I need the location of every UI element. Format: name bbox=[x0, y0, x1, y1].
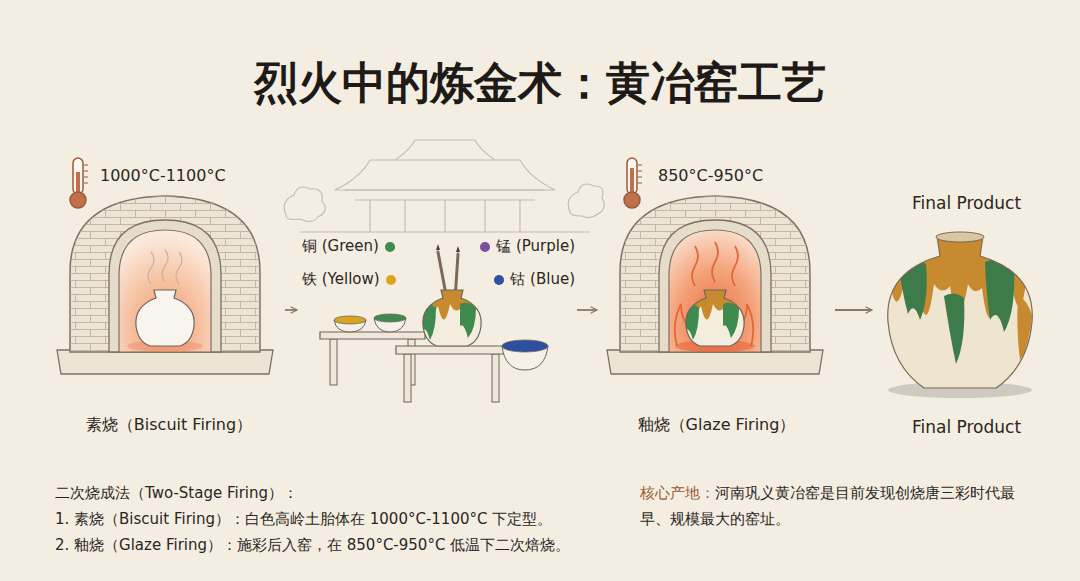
yellow-powder bbox=[334, 316, 366, 324]
stage-label: 素烧（Biscuit Firing） bbox=[86, 415, 252, 436]
tree bbox=[284, 187, 325, 222]
thermometer-icon bbox=[624, 158, 642, 208]
oxide-label: 锰 (Purple) bbox=[496, 237, 575, 257]
bench-leg bbox=[404, 354, 411, 402]
label-row: 850°C-950°C bbox=[658, 166, 763, 187]
vase-mouth bbox=[936, 232, 984, 242]
note-block: 1. 素烧（Biscuit Firing）：白色高岭土胎体在 1000°C-11… bbox=[55, 507, 552, 533]
oxide-label: 钴 (Blue) bbox=[510, 270, 575, 290]
glazed-vase bbox=[420, 288, 484, 346]
label-row: 1000°C-1100°C bbox=[100, 166, 226, 187]
thermometer-ticks bbox=[84, 165, 88, 183]
stage-label: 1000°C-1100°C bbox=[100, 166, 226, 187]
color-key-row: 铁 (Yellow) bbox=[302, 270, 402, 290]
label-row: 素烧（Biscuit Firing） bbox=[55, 415, 283, 436]
color-dot bbox=[386, 275, 396, 285]
upper-roof bbox=[395, 140, 495, 160]
kiln-dome bbox=[70, 196, 260, 352]
glazing-scene bbox=[320, 244, 548, 402]
stage-node: 850°C-950°C 釉烧（Glaze Firing） bbox=[600, 158, 833, 443]
final-vase bbox=[880, 230, 1040, 398]
color-key-row: 铜 (Green) bbox=[302, 237, 401, 257]
stage-node: 1000°C-1100°C 素烧（Biscuit Firing） bbox=[55, 158, 283, 443]
vase-glaze bbox=[420, 288, 484, 340]
label-row: Final Product bbox=[875, 416, 1058, 438]
note-text: 二次烧成法（Two-Stage Firing）： bbox=[55, 484, 298, 502]
vase-glaze bbox=[880, 230, 1040, 364]
label-row: Final Product bbox=[875, 192, 1058, 214]
diagram-title: 烈火中的炼金术：黄冶窑工艺 bbox=[0, 58, 1080, 111]
note-text: 1. 素烧（Biscuit Firing）：白色高岭土胎体在 1000°C-11… bbox=[55, 510, 552, 528]
columns bbox=[370, 200, 520, 232]
thermometer-ticks bbox=[638, 165, 642, 183]
glaze-kiln bbox=[607, 196, 823, 374]
vase-outline bbox=[686, 290, 744, 346]
kiln-opening bbox=[669, 230, 761, 352]
color-key-row: 锰 (Purple) bbox=[474, 237, 575, 257]
note-block: 2. 釉烧（Glaze Firing）：施彩后入窑，在 850°C-950°C … bbox=[55, 533, 570, 559]
vase-glaze bbox=[683, 288, 747, 340]
note-text: 2. 釉烧（Glaze Firing）：施彩后入窑，在 850°C-950°C … bbox=[55, 536, 570, 554]
flow-arrow bbox=[577, 309, 597, 311]
kiln-platform bbox=[57, 350, 273, 374]
tree bbox=[568, 184, 604, 218]
edge-group bbox=[285, 310, 872, 311]
roof bbox=[335, 160, 555, 190]
flow-arrow bbox=[285, 309, 297, 311]
kiln-arch bbox=[109, 220, 221, 352]
flames bbox=[675, 242, 754, 346]
stage-node: Final ProductFinal Product bbox=[875, 192, 1058, 443]
eaves bbox=[345, 190, 545, 200]
kiln-opening bbox=[119, 230, 211, 352]
ground-line bbox=[300, 231, 590, 232]
vase-outline bbox=[888, 236, 1033, 388]
stage-label: Final Product bbox=[912, 192, 1021, 214]
table-leg bbox=[330, 339, 337, 385]
white-vase bbox=[136, 290, 194, 346]
heat-wisps bbox=[148, 250, 182, 284]
color-key-row: 钴 (Blue) bbox=[488, 270, 575, 290]
stage-label: 850°C-950°C bbox=[658, 166, 763, 187]
thermometer-bulb bbox=[70, 192, 86, 208]
kiln-bricks bbox=[70, 196, 260, 352]
flow-arrow bbox=[835, 309, 872, 311]
oxide-label: 铜 (Green) bbox=[302, 237, 379, 257]
kiln-arch bbox=[659, 220, 771, 352]
bench-top bbox=[396, 346, 508, 354]
thermometer-bulb bbox=[624, 192, 640, 208]
color-dot bbox=[480, 242, 490, 252]
note-block: 核心产地：河南巩义黄冶窑是目前发现创烧唐三彩时代最早、规模最大的窑址。 bbox=[640, 481, 1038, 532]
thermometer-icon bbox=[70, 158, 88, 208]
building-sketch bbox=[284, 140, 604, 232]
note-heading: 核心产地： bbox=[640, 484, 715, 502]
color-dot bbox=[385, 242, 395, 252]
blue-powder bbox=[502, 340, 548, 352]
color-dot bbox=[494, 275, 504, 285]
brush-tips bbox=[436, 244, 460, 252]
biscuit-kiln bbox=[57, 196, 273, 374]
stage-label: Final Product bbox=[912, 416, 1021, 438]
stage-node: 铜 (Green) 锰 (Purple) 铁 (Yellow) 钴 (Blue) bbox=[300, 234, 575, 409]
label-row: 釉烧（Glaze Firing） bbox=[600, 415, 833, 436]
stage-label: 釉烧（Glaze Firing） bbox=[638, 415, 796, 436]
green-powder bbox=[374, 314, 406, 322]
bench-leg bbox=[492, 354, 499, 402]
oxide-label: 铁 (Yellow) bbox=[302, 270, 380, 290]
table-top bbox=[320, 332, 425, 339]
note-block: 二次烧成法（Two-Stage Firing）： bbox=[55, 481, 298, 507]
kiln-dome bbox=[620, 196, 810, 352]
kiln-bricks bbox=[620, 196, 810, 352]
vase-outline bbox=[423, 290, 481, 346]
kiln-platform bbox=[607, 350, 823, 374]
